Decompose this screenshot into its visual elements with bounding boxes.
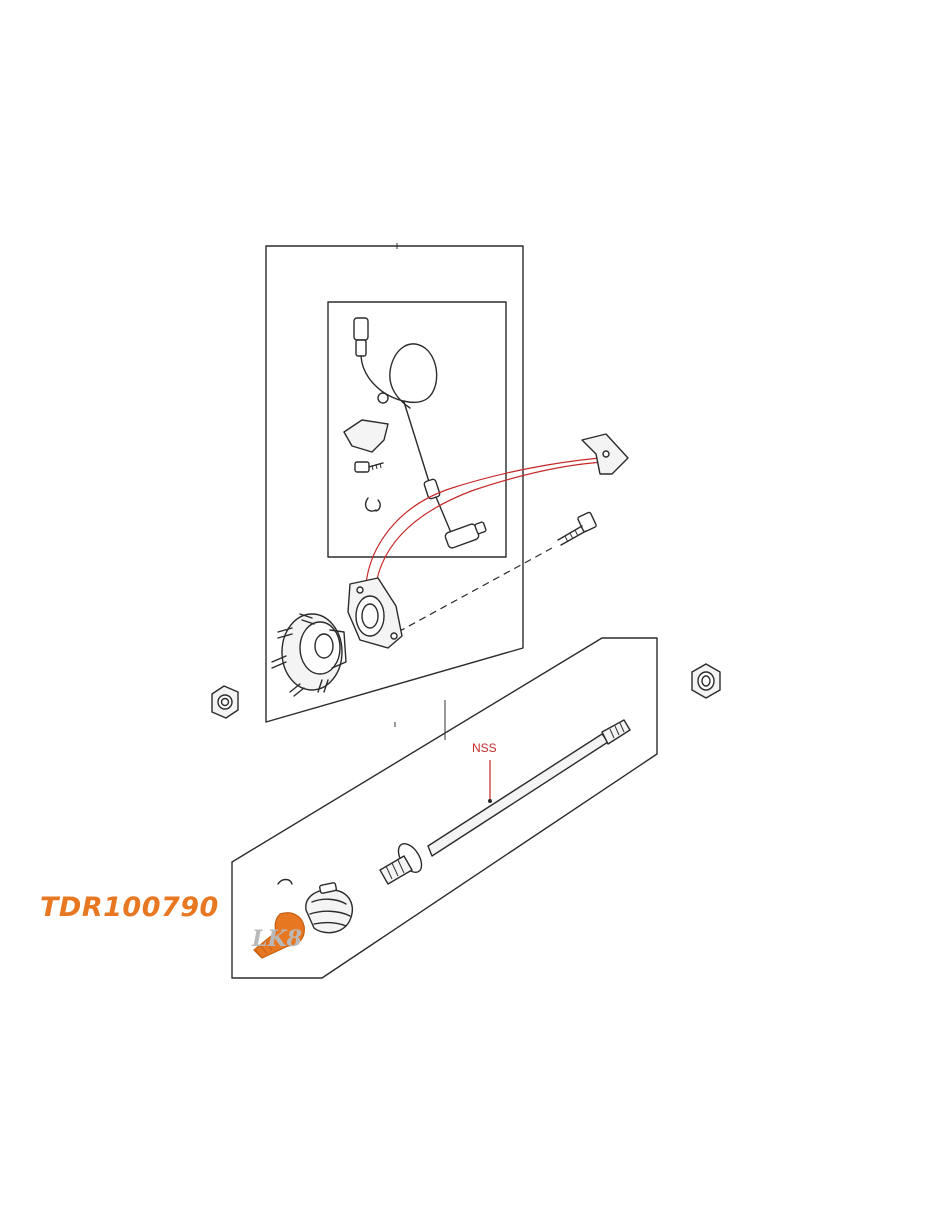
watermark: LK8 <box>252 926 302 952</box>
highlighted-part-number: TDR100790 <box>40 892 219 923</box>
driveshaft-frame <box>231 637 658 979</box>
wheel-studs <box>271 613 329 697</box>
hub-bolt <box>557 511 597 546</box>
abs-sensor <box>353 317 487 549</box>
circlip <box>364 497 381 512</box>
grease-sachet <box>343 419 389 453</box>
hub-assembly-frame <box>265 245 524 723</box>
cv-joint-highlighted <box>253 912 305 959</box>
bearing-housing <box>347 577 403 649</box>
cv-boot <box>305 882 353 934</box>
bolt-axis <box>397 547 553 633</box>
nss-callout-label: NSS <box>472 741 497 755</box>
sensor-frame <box>327 301 507 558</box>
wheel-hub <box>271 613 347 697</box>
drive-shaft <box>379 719 631 885</box>
sensor-screw <box>354 461 384 473</box>
retaining-clip <box>277 878 293 885</box>
hub-nut-left <box>211 685 239 719</box>
hub-nut-right <box>691 663 721 699</box>
bracket-hole <box>602 450 610 458</box>
leader-lines <box>365 457 605 585</box>
nss-callout-dot <box>488 799 492 803</box>
